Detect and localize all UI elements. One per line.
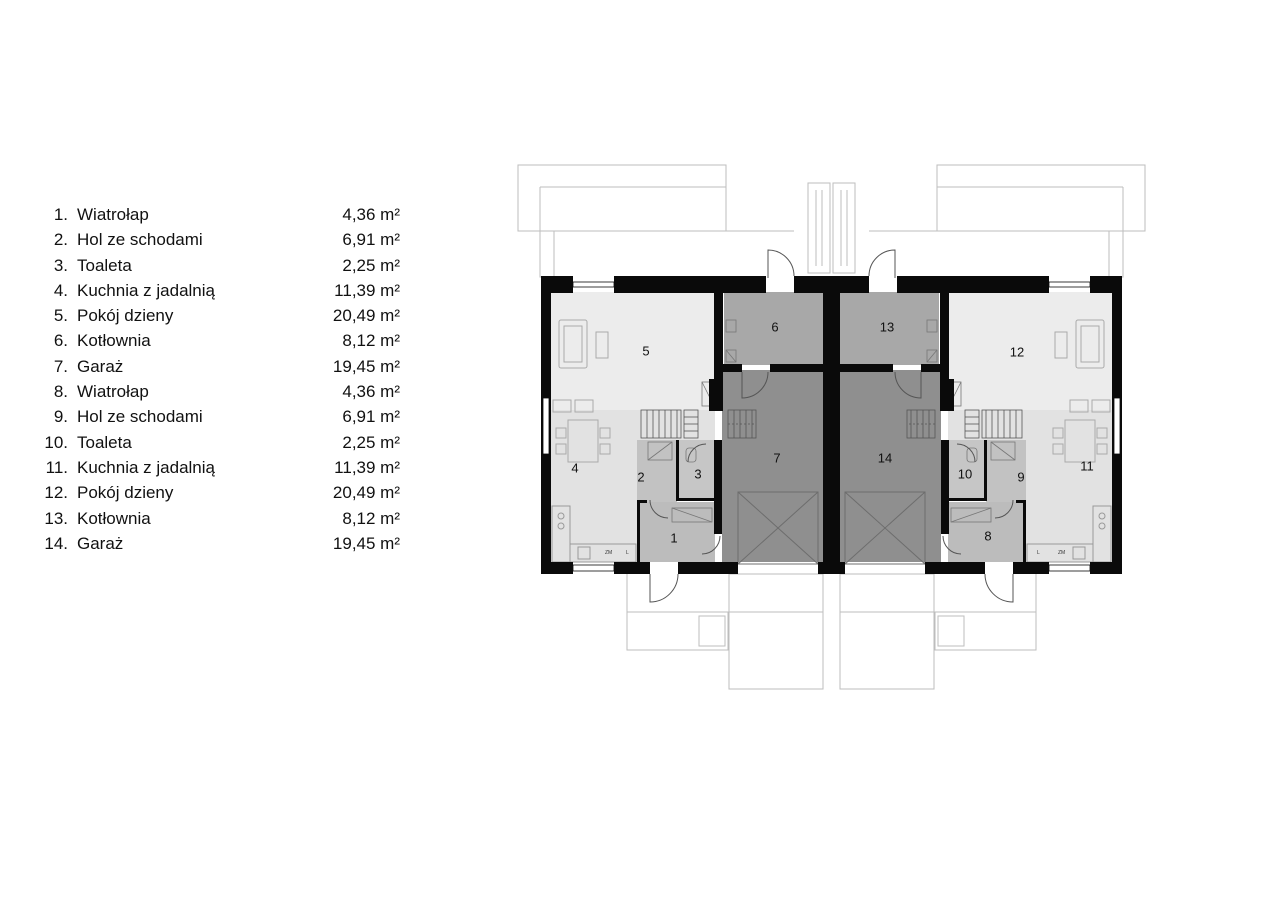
door-swings [868,249,1014,603]
unit-left: ZM L [517,164,834,690]
garage-parking-outline [737,491,819,565]
boiler-room-floor [840,292,939,365]
fridge-label: L [626,550,629,556]
garage-floor [722,370,823,562]
stair-floor [948,410,1026,440]
room-label: 11 [1080,458,1094,473]
room-label: 13 [880,319,894,334]
kitchen-floor [551,410,637,562]
kitchen-counter [1026,505,1112,563]
hall-floor [986,440,1026,502]
vestibule-floor [637,502,715,562]
entrance-outline [839,573,1037,690]
terrace-outline [832,164,1146,278]
fridge-label: L [1037,550,1040,556]
room-label: 2 [637,469,644,484]
room-label: 8 [984,528,991,543]
room-label: 10 [958,466,972,481]
room-number-labels: 1 2 3 4 5 6 7 8 9 10 11 12 13 14 [571,319,1093,545]
windows [1048,281,1121,572]
washing-machine-label: ZM [605,550,612,556]
stairs [640,409,757,439]
living-room-furniture [552,319,609,413]
room-label: 4 [571,460,578,475]
unit-right: ZM L [829,164,1146,690]
terrace-outline [517,164,831,278]
door-swings [649,249,795,603]
room-label: 3 [694,466,701,481]
living-room-floor [551,292,714,410]
dining-table [1052,419,1108,463]
stair-floor [637,410,715,440]
windows [542,281,615,572]
garage-floor [840,370,941,562]
room-label: 5 [642,343,649,358]
boiler-room-floor [724,292,823,365]
washing-machine-label: ZM [1058,550,1065,556]
stairs [906,409,1023,439]
room-label: 6 [771,319,778,334]
room-label: 14 [878,450,892,465]
kitchen-floor [1026,410,1112,562]
garage-parking-outline [844,491,926,565]
vestibule-floor [948,502,1026,562]
living-room-furniture [1054,319,1111,413]
room-label: 1 [670,530,677,545]
fixtures [926,319,1016,523]
room-label: 7 [773,450,780,465]
living-room-floor [949,292,1112,410]
dining-table [555,419,611,463]
room-label: 9 [1017,469,1024,484]
room-label: 12 [1010,344,1024,359]
entrance-outline [626,573,824,690]
hall-floor [637,440,677,502]
